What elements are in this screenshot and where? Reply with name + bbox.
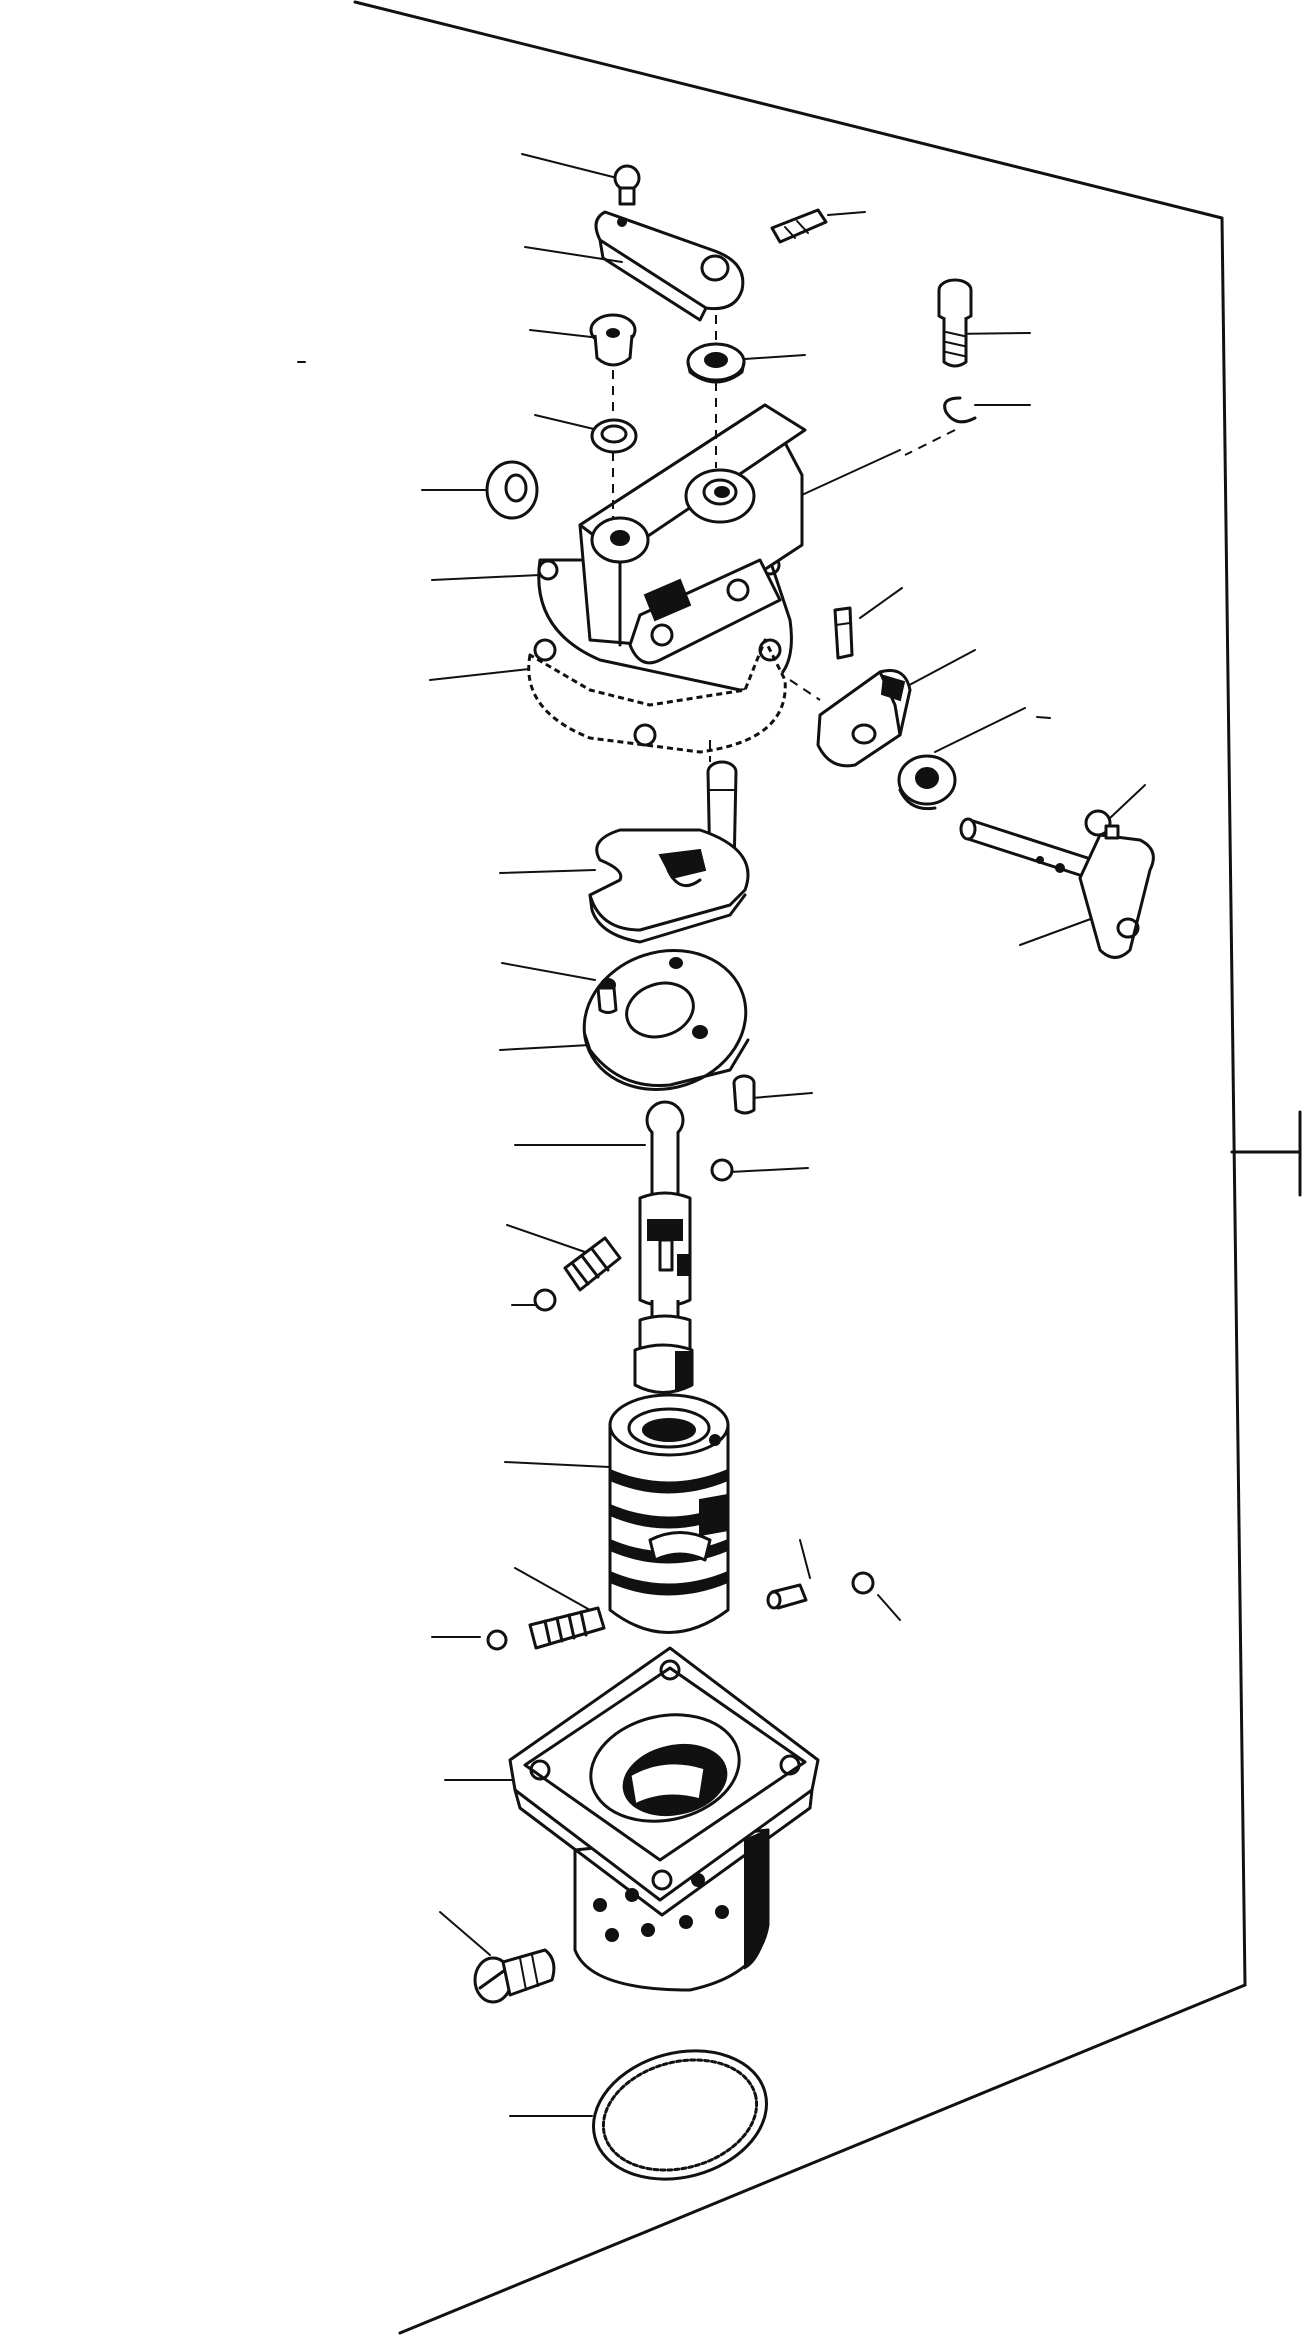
o-ring-small bbox=[590, 418, 638, 454]
ball-stud-top bbox=[613, 164, 641, 206]
ball-lower-left bbox=[486, 1629, 508, 1651]
ball-right bbox=[710, 1158, 734, 1182]
lever-arm-top bbox=[594, 210, 745, 322]
pin-right bbox=[732, 1074, 756, 1115]
ball-stud-right bbox=[1084, 809, 1120, 840]
clevis-block bbox=[816, 669, 912, 768]
roll-pin-top bbox=[770, 208, 828, 244]
adjusting-screw bbox=[473, 1948, 556, 2004]
snap-ring bbox=[943, 396, 977, 424]
dash-lines bbox=[612, 315, 956, 762]
small-plug bbox=[589, 313, 637, 367]
spring-lower bbox=[528, 1606, 606, 1650]
o-ring-large bbox=[591, 2049, 769, 2181]
valve-body bbox=[508, 1646, 820, 1992]
spring-left-upper bbox=[563, 1236, 622, 1292]
cap-screw bbox=[937, 278, 973, 368]
washer-top-right bbox=[686, 342, 746, 384]
spacer-ring-left bbox=[485, 460, 539, 520]
valve-spool bbox=[633, 1100, 694, 1394]
shaft-lever-assembly bbox=[959, 817, 1155, 959]
ball-lower-right bbox=[851, 1571, 875, 1595]
roll-pin-right bbox=[833, 606, 854, 660]
cam-plate bbox=[588, 828, 750, 944]
bracket-frame bbox=[353, 0, 1302, 2335]
leader-lines bbox=[297, 153, 1146, 2117]
ball-left-upper bbox=[533, 1288, 557, 1312]
guide-disc bbox=[582, 949, 750, 1091]
pin-lower bbox=[766, 1583, 808, 1610]
seal-ring-right bbox=[897, 754, 957, 811]
head-housing bbox=[578, 403, 807, 665]
gasket bbox=[527, 638, 787, 754]
spool-body bbox=[608, 1393, 730, 1634]
